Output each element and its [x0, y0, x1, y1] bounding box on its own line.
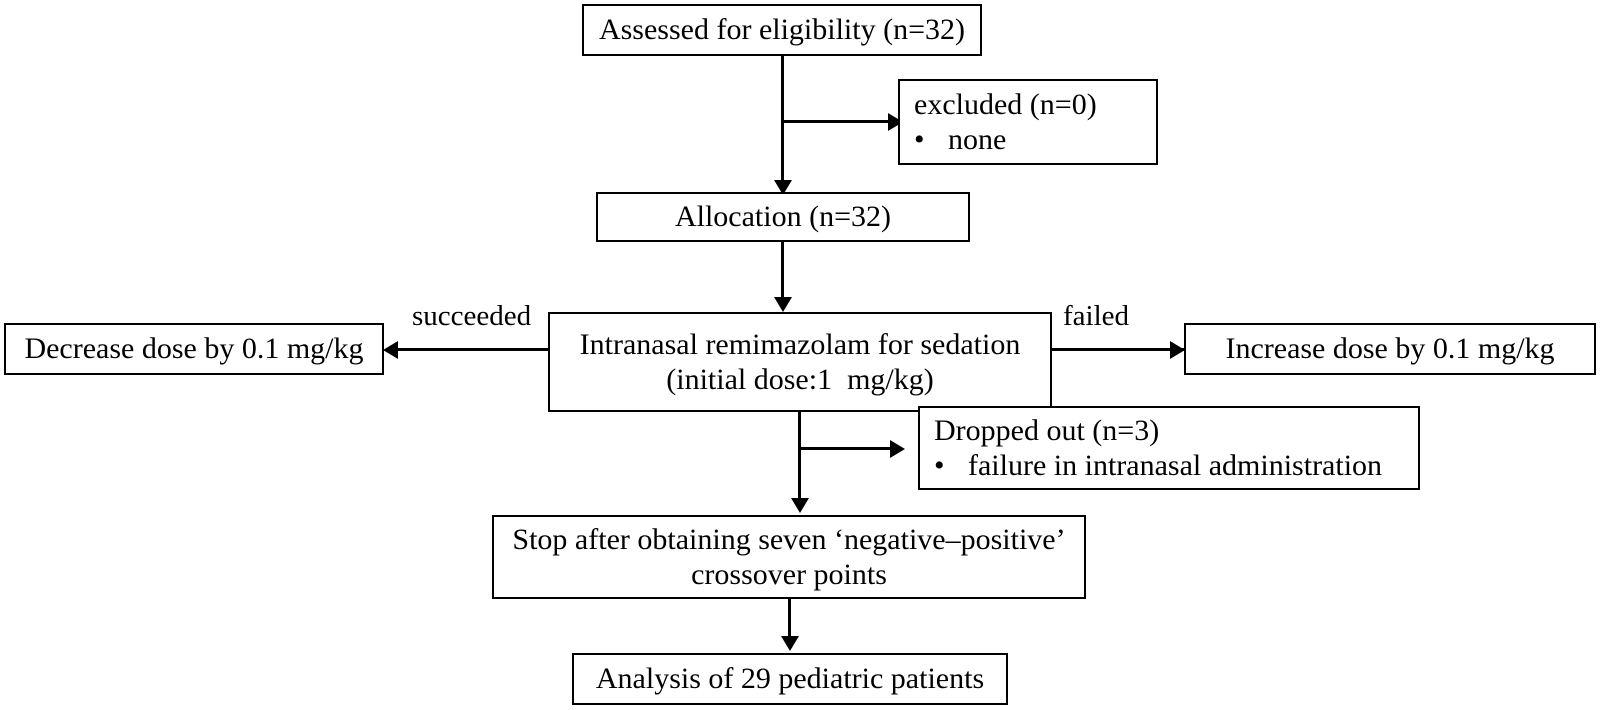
- node-stop-crossover-line2: crossover points: [691, 558, 887, 591]
- arrowhead-allocation: [774, 180, 792, 195]
- node-decrease-dose-label: Decrease dose by 0.1 mg/kg: [24, 332, 364, 366]
- connector-sedation-to-dropped: [798, 447, 895, 450]
- node-analysis-label: Analysis of 29 pediatric patients: [595, 662, 985, 696]
- node-excluded: excluded (n=0) • none: [898, 79, 1158, 165]
- connector-stop-to-analysis: [788, 599, 791, 639]
- node-sedation: Intranasal remimazolam for sedation (ini…: [548, 312, 1052, 412]
- connector-sedation-to-decrease: [397, 348, 550, 351]
- bullet-icon: •: [914, 123, 925, 156]
- arrowhead-analysis: [781, 636, 799, 651]
- arrowhead-stop: [791, 498, 809, 513]
- node-increase-dose-label: Increase dose by 0.1 mg/kg: [1225, 332, 1555, 366]
- node-assessed-for-eligibility-label: Assessed for eligibility (n=32): [598, 13, 966, 47]
- node-sedation-line1: Intranasal remimazolam for sedation: [579, 327, 1021, 361]
- node-allocation-label: Allocation (n=32): [674, 200, 892, 234]
- node-analysis: Analysis of 29 pediatric patients: [572, 653, 1008, 705]
- node-stop-crossover: Stop after obtaining seven ‘negative–pos…: [492, 515, 1086, 599]
- node-allocation: Allocation (n=32): [596, 192, 970, 242]
- node-dropped-out-bullet-label: failure in intranasal administration: [968, 449, 1383, 482]
- arrowhead-decrease: [383, 341, 398, 359]
- edge-label-succeeded: succeeded: [412, 300, 532, 332]
- node-excluded-bullet-label: none: [948, 123, 1007, 156]
- node-assessed-for-eligibility: Assessed for eligibility (n=32): [582, 4, 982, 56]
- node-excluded-heading: excluded (n=0): [914, 87, 1097, 121]
- node-stop-crossover-line1: Stop after obtaining seven ‘negative–pos…: [512, 522, 1066, 556]
- node-excluded-bullet-row: • none: [914, 122, 1156, 157]
- node-sedation-line2: (initial dose:1 mg/kg): [666, 363, 934, 396]
- node-dropped-out: Dropped out (n=3) • failure in intranasa…: [918, 406, 1420, 490]
- edge-label-failed: failed: [1063, 300, 1130, 332]
- node-dropped-out-heading: Dropped out (n=3): [934, 413, 1160, 447]
- node-dropped-out-bullet-row: • failure in intranasal administration: [934, 448, 1418, 483]
- connector-sedation-to-increase: [1050, 348, 1185, 351]
- bullet-icon: •: [934, 449, 945, 482]
- arrowhead-dropped: [890, 440, 905, 458]
- node-decrease-dose: Decrease dose by 0.1 mg/kg: [4, 323, 384, 375]
- connector-allocation-to-sedation: [781, 242, 784, 298]
- connector-sedation-to-stop: [798, 412, 801, 502]
- arrowhead-increase: [1170, 341, 1185, 359]
- arrowhead-sedation: [774, 297, 792, 312]
- node-increase-dose: Increase dose by 0.1 mg/kg: [1184, 323, 1596, 375]
- connector-assessed-to-excluded: [781, 120, 893, 123]
